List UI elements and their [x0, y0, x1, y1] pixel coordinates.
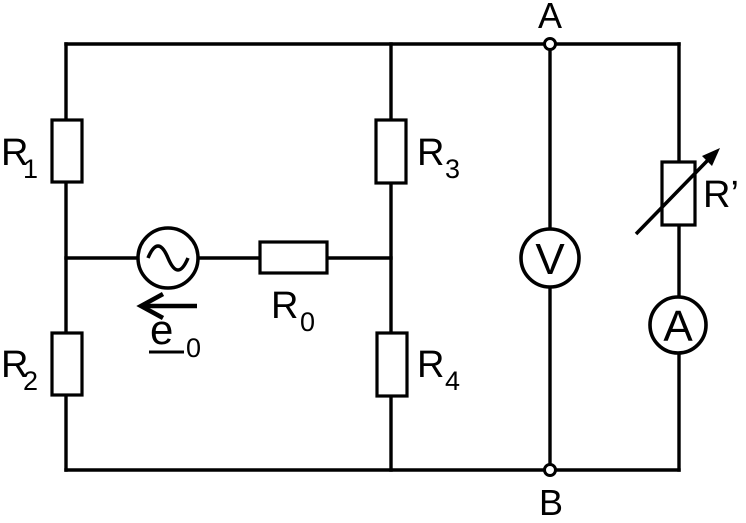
- label-terminal-b: B: [539, 482, 563, 518]
- resistor-r3-symbol: [374, 118, 408, 185]
- label-r3-subscript: 3: [445, 154, 460, 184]
- label-r0-subscript: 0: [300, 307, 315, 337]
- resistor-r2-symbol: [50, 331, 84, 397]
- resistor-r1-symbol: [50, 118, 84, 184]
- resistor-r0-symbol: [258, 240, 329, 275]
- label-e0-subscript: 0: [186, 333, 201, 363]
- label-terminal-a: A: [538, 0, 562, 36]
- terminal-b-node: [543, 463, 557, 477]
- label-r2-subscript: 2: [23, 366, 38, 396]
- variable-resistor-rprime-symbol: [660, 160, 697, 227]
- label-r1-subscript: 1: [23, 154, 38, 184]
- label-rprime: R’: [703, 174, 739, 216]
- label-r4-subscript: 4: [445, 366, 460, 396]
- label-r2-base: R: [1, 344, 28, 386]
- label-ammeter: A: [663, 302, 693, 351]
- voltmeter-symbol: [519, 227, 581, 289]
- label-r0-base: R: [271, 285, 298, 327]
- label-r3-base: R: [417, 132, 444, 174]
- ammeter-symbol: [648, 295, 708, 355]
- label-voltmeter: V: [535, 235, 565, 284]
- label-r4-base: R: [417, 344, 444, 386]
- terminal-a-node: [543, 37, 557, 51]
- rprime-arrow-head-icon: [702, 148, 720, 166]
- rprime-arrow-shaft: [634, 158, 710, 236]
- label-r1-base: R: [1, 132, 28, 174]
- resistor-r4-symbol: [375, 331, 409, 398]
- source-direction-arrow-head-icon: [136, 292, 165, 320]
- label-e0-base: e: [150, 306, 173, 353]
- sine-wave-icon: [146, 244, 190, 272]
